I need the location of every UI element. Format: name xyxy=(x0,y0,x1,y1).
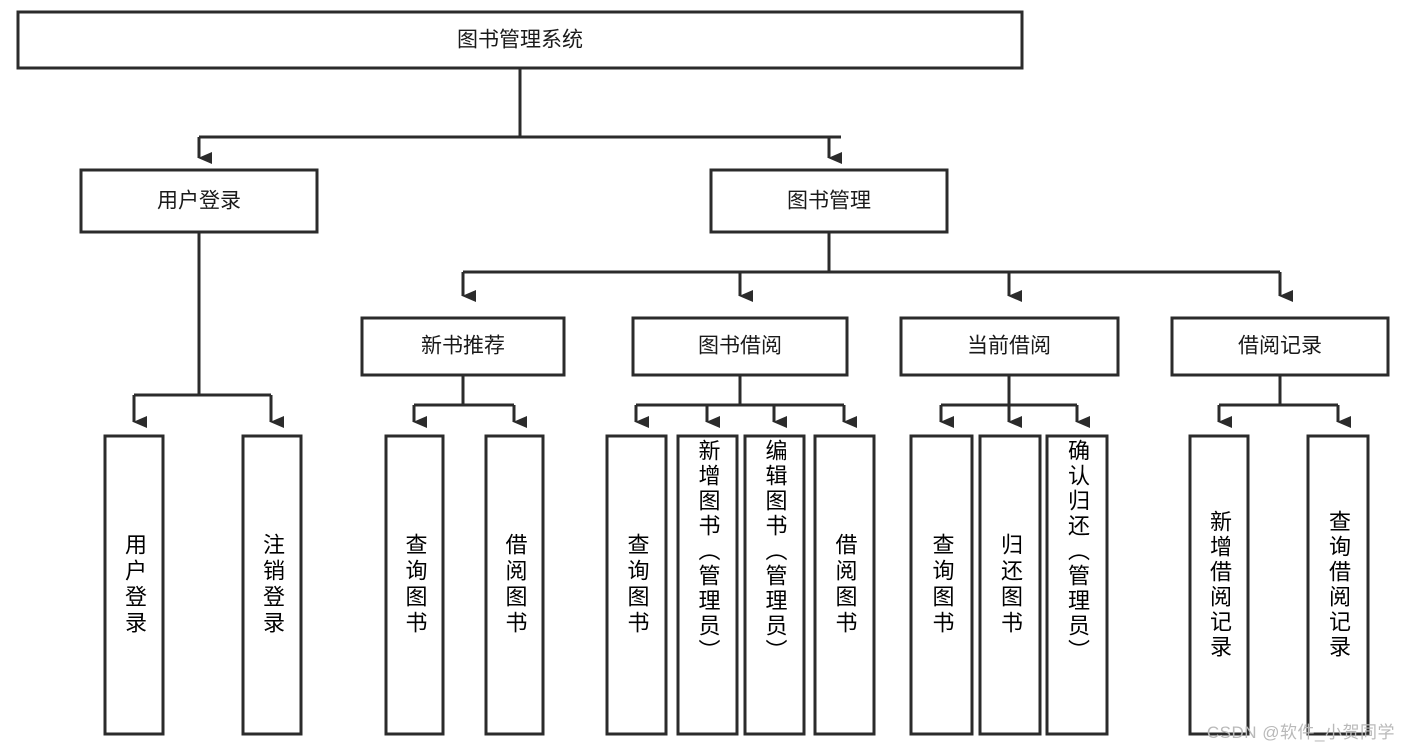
leaf-query-record[interactable]: 查询借阅记录 xyxy=(1306,434,1370,736)
node-current-borrow-box[interactable] xyxy=(899,316,1120,377)
leaf-edit-book[interactable]: 编辑图书（管理员） xyxy=(743,434,806,736)
node-root-label: 图书管理系统 xyxy=(457,29,583,52)
leaf-query-book-3-label: 查询图书 xyxy=(929,533,955,637)
node-new-book-recommend-box[interactable] xyxy=(360,316,566,377)
edges-new-book-recommend-to-leaves xyxy=(412,375,527,428)
leaf-borrow-book-1-label: 借阅图书 xyxy=(502,533,528,637)
node-current-borrow[interactable]: 当前借阅 xyxy=(899,316,1120,377)
leaf-user-login[interactable]: 用户登录 xyxy=(103,434,165,736)
node-user-login-label: 用户登录 xyxy=(157,190,241,213)
node-book-borrow-box[interactable] xyxy=(631,316,849,377)
leaf-query-book-1[interactable]: 查询图书 xyxy=(384,434,445,736)
node-root-box[interactable] xyxy=(16,10,1024,70)
node-borrow-record-label: 借阅记录 xyxy=(1238,335,1322,358)
node-new-book-recommend[interactable]: 新书推荐 xyxy=(360,316,566,377)
leaf-logout[interactable]: 注销登录 xyxy=(241,434,303,736)
edges-book-manage-to-level3 xyxy=(461,232,1293,302)
leaf-query-book-2-box[interactable] xyxy=(605,434,668,736)
node-user-login-box[interactable] xyxy=(79,168,319,234)
leaf-user-login-box[interactable] xyxy=(103,434,165,736)
node-book-manage[interactable]: 图书管理 xyxy=(709,168,949,234)
leaf-edit-book-box[interactable] xyxy=(743,434,806,736)
node-book-manage-label: 图书管理 xyxy=(787,190,871,213)
leaf-confirm-return-box[interactable] xyxy=(1045,434,1109,736)
leaf-add-book-box[interactable] xyxy=(676,434,739,736)
leaf-return-book-label: 归还图书 xyxy=(998,533,1023,637)
leaf-query-book-3[interactable]: 查询图书 xyxy=(909,434,974,736)
leaf-add-record-label: 新增借阅记录 xyxy=(1207,510,1232,660)
leaf-query-book-1-label: 查询图书 xyxy=(402,533,428,637)
node-book-borrow[interactable]: 图书借阅 xyxy=(631,316,849,377)
node-current-borrow-label: 当前借阅 xyxy=(967,335,1051,358)
edges-user-login-to-leaves xyxy=(132,232,284,428)
leaf-borrow-book-2-label: 借阅图书 xyxy=(832,533,858,637)
leaf-query-record-label: 查询借阅记录 xyxy=(1326,510,1351,660)
edges-book-borrow-to-leaves xyxy=(634,375,857,428)
leaf-borrow-book-2-box[interactable] xyxy=(813,434,876,736)
node-root[interactable]: 图书管理系统 xyxy=(16,10,1024,70)
leaf-add-record[interactable]: 新增借阅记录 xyxy=(1188,434,1250,736)
edges-current-borrow-to-leaves xyxy=(939,375,1090,428)
leaf-borrow-book-1-box[interactable] xyxy=(484,434,545,736)
leaf-query-book-1-box[interactable] xyxy=(384,434,445,736)
node-borrow-record[interactable]: 借阅记录 xyxy=(1170,316,1390,377)
leaf-add-book-label: 新增图书（管理员） xyxy=(695,439,721,664)
edges-borrow-record-to-leaves xyxy=(1217,375,1351,428)
node-new-book-recommend-label: 新书推荐 xyxy=(421,335,505,358)
leaf-borrow-book-2[interactable]: 借阅图书 xyxy=(813,434,876,736)
leaf-add-record-box[interactable] xyxy=(1188,434,1250,736)
leaf-query-book-2-label: 查询图书 xyxy=(624,533,650,637)
leaf-return-book-box[interactable] xyxy=(978,434,1042,736)
leaf-logout-box[interactable] xyxy=(241,434,303,736)
node-borrow-record-box[interactable] xyxy=(1170,316,1390,377)
leaf-confirm-return[interactable]: 确认归还（管理员） xyxy=(1045,434,1109,736)
leaf-query-record-box[interactable] xyxy=(1306,434,1370,736)
leaf-logout-label: 注销登录 xyxy=(260,533,285,637)
leaf-query-book-2[interactable]: 查询图书 xyxy=(605,434,668,736)
node-book-borrow-label: 图书借阅 xyxy=(698,335,782,358)
leaf-return-book[interactable]: 归还图书 xyxy=(978,434,1042,736)
leaf-borrow-book-1[interactable]: 借阅图书 xyxy=(484,434,545,736)
node-user-login[interactable]: 用户登录 xyxy=(79,168,319,234)
leaf-user-login-label: 用户登录 xyxy=(122,533,147,637)
leaf-query-book-3-box[interactable] xyxy=(909,434,974,736)
node-book-manage-box[interactable] xyxy=(709,168,949,234)
leaf-add-book[interactable]: 新增图书（管理员） xyxy=(676,434,739,736)
leaf-confirm-return-label: 确认归还（管理员） xyxy=(1065,439,1090,664)
edges-root-to-level2 xyxy=(197,68,842,164)
leaf-edit-book-label: 编辑图书（管理员） xyxy=(762,439,788,664)
